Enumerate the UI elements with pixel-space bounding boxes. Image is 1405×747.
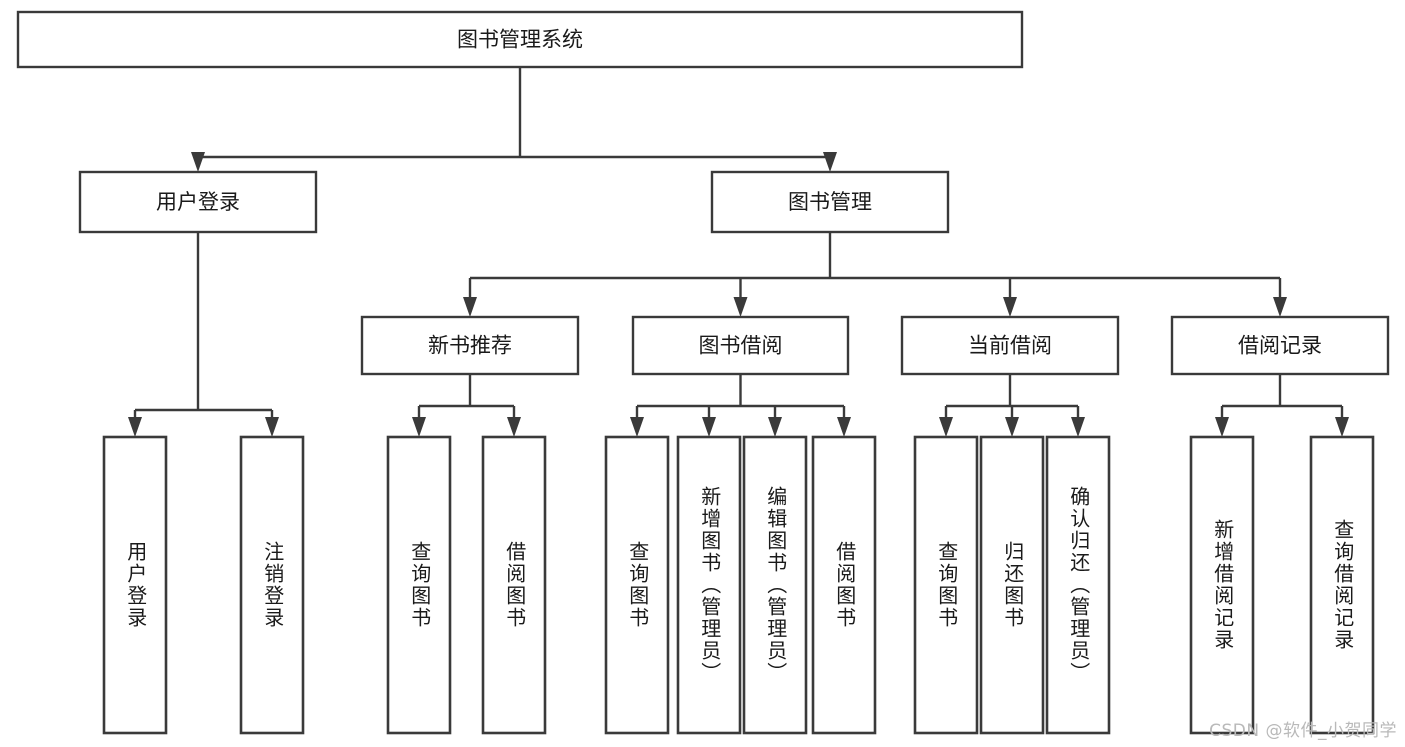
arrow-head-icon bbox=[412, 417, 426, 437]
boxes-layer bbox=[16, 10, 1390, 735]
leaf-box-leaf-query-record[interactable] bbox=[1309, 435, 1375, 735]
arrow-head-icon bbox=[837, 417, 851, 437]
node-box-borrow-record[interactable] bbox=[1170, 315, 1390, 376]
arrow-head-icon bbox=[1005, 417, 1019, 437]
node-box-book-borrow[interactable] bbox=[631, 315, 850, 376]
node-box-new-book-rec[interactable] bbox=[360, 315, 580, 376]
node-label-borrow-record: 借阅记录 bbox=[1238, 334, 1322, 358]
leaf-box-leaf-borrow-book-2[interactable] bbox=[811, 435, 877, 735]
leaf-box-leaf-query-book-3[interactable] bbox=[913, 435, 979, 735]
arrow-head-icon bbox=[1273, 297, 1287, 317]
arrow-head-icon bbox=[939, 417, 953, 437]
arrow-head-icon bbox=[265, 417, 279, 437]
leaf-box-leaf-borrow-book-1[interactable] bbox=[481, 435, 547, 735]
arrow-head-icon bbox=[507, 417, 521, 437]
leaf-box-leaf-user-logout[interactable] bbox=[239, 435, 305, 735]
node-label-user-login: 用户登录 bbox=[156, 190, 240, 214]
node-box-current-borrow[interactable] bbox=[900, 315, 1120, 376]
node-label-new-book-rec: 新书推荐 bbox=[428, 334, 512, 358]
watermark-text: CSDN @软件_小贺同学 bbox=[1209, 721, 1397, 741]
arrow-head-icon bbox=[191, 152, 205, 172]
arrow-head-icon bbox=[702, 417, 716, 437]
arrow-head-icon bbox=[1215, 417, 1229, 437]
leaf-box-leaf-user-login[interactable] bbox=[102, 435, 168, 735]
arrow-head-icon bbox=[463, 297, 477, 317]
leaf-box-leaf-confirm-return[interactable] bbox=[1045, 435, 1111, 735]
node-box-root[interactable] bbox=[16, 10, 1024, 69]
arrow-head-icon bbox=[768, 417, 782, 437]
arrow-head-icon bbox=[823, 152, 837, 172]
arrow-head-icon bbox=[1335, 417, 1349, 437]
leaf-box-leaf-add-book[interactable] bbox=[676, 435, 742, 735]
leaf-box-leaf-edit-book[interactable] bbox=[742, 435, 808, 735]
arrow-head-icon bbox=[1071, 417, 1085, 437]
leaf-box-leaf-query-book-2[interactable] bbox=[604, 435, 670, 735]
node-label-root: 图书管理系统 bbox=[457, 28, 583, 52]
node-label-book-borrow: 图书借阅 bbox=[699, 334, 783, 358]
connectors-layer bbox=[128, 67, 1349, 437]
node-box-book-manage[interactable] bbox=[710, 170, 950, 234]
leaf-box-leaf-return-book[interactable] bbox=[979, 435, 1045, 735]
arrow-head-icon bbox=[630, 417, 644, 437]
arrow-head-icon bbox=[128, 417, 142, 437]
leaf-box-leaf-add-record[interactable] bbox=[1189, 435, 1255, 735]
arrow-head-icon bbox=[733, 297, 748, 317]
node-box-user-login[interactable] bbox=[78, 170, 318, 234]
node-label-book-manage: 图书管理 bbox=[788, 190, 872, 214]
arrow-head-icon bbox=[1003, 297, 1017, 317]
node-label-current-borrow: 当前借阅 bbox=[968, 334, 1052, 358]
leaf-box-leaf-query-book-1[interactable] bbox=[386, 435, 452, 735]
